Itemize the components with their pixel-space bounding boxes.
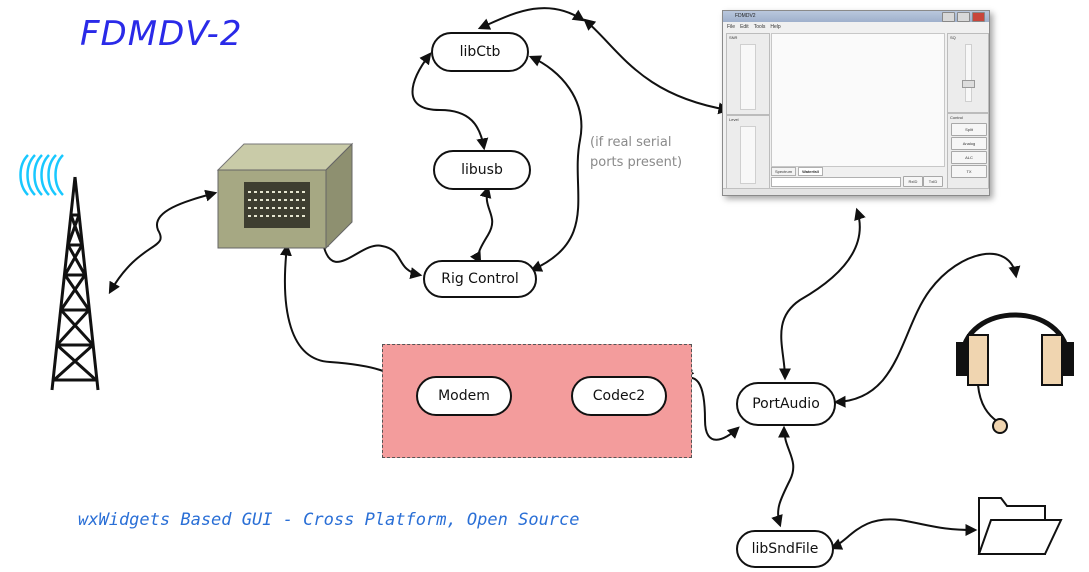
sq-slider-track — [965, 44, 972, 102]
window-statusbar — [723, 188, 989, 195]
menu-tools: Tools — [753, 24, 766, 30]
serial-note-line-1: (if real serial — [590, 135, 672, 150]
node-modem: Modem — [416, 376, 512, 416]
serial-note-line-2: ports present) — [590, 155, 683, 170]
diagram-title: FDMDV-2 — [80, 14, 243, 54]
menu-file: File — [727, 24, 736, 30]
arrow-libctb-libusb — [411, 52, 489, 151]
analog-button: Analog — [951, 137, 987, 150]
arrow-portaudio-headphones — [833, 252, 1021, 408]
window-titlebar: FDMDV2 — [723, 11, 989, 22]
serial-ports-note: (if real serial ports present) — [590, 133, 710, 173]
node-portaudio: PortAudio — [736, 382, 836, 426]
radio-tower-icon — [50, 176, 100, 391]
level-label: Level — [729, 117, 739, 122]
sq-label: SQ — [950, 35, 956, 40]
text-message-field — [771, 177, 901, 187]
headphones-icon — [956, 312, 1074, 434]
arrow-tower-radio — [108, 189, 218, 295]
sq-panel: SQ — [947, 33, 989, 113]
node-rig-control: Rig Control — [423, 260, 537, 298]
arrow-libsndfile-folder — [829, 518, 978, 550]
alc-button: ALC — [951, 151, 987, 164]
snr-panel: SNR — [726, 33, 770, 115]
node-libctb: libCtb — [431, 32, 529, 72]
snr-label: SNR — [729, 35, 738, 40]
minimize-icon — [942, 12, 955, 22]
tx-button: TX — [951, 165, 987, 178]
rxid-button: RxID — [903, 176, 923, 187]
node-libusb: libusb — [433, 150, 531, 190]
close-icon — [972, 12, 985, 22]
folder-icon — [977, 497, 1063, 555]
window-title: FDMDV2 — [735, 13, 756, 19]
arrow-portaudio-libsndfile — [771, 425, 795, 528]
display-tabs: Spectrum Waterfall — [771, 167, 823, 176]
sq-slider-thumb — [962, 80, 975, 88]
arrow-libctb-top — [477, 7, 586, 30]
window-controls — [942, 12, 985, 22]
maximize-icon — [957, 12, 970, 22]
window-menubar: File Edit Tools Help — [727, 24, 781, 30]
node-libsndfile: libSndFile — [736, 530, 834, 568]
gui-app-window-thumbnail: FDMDV2 File Edit Tools Help SNR Level Sp… — [722, 10, 990, 196]
level-panel: Level — [726, 115, 770, 189]
tab-waterfall: Waterfall — [798, 167, 823, 176]
tab-spectrum: Spectrum — [771, 167, 797, 176]
node-codec2: Codec2 — [571, 376, 667, 416]
arrow-gui-portaudio — [778, 207, 866, 381]
snr-meter — [740, 44, 756, 110]
diagram-subtitle: wxWidgets Based GUI - Cross Platform, Op… — [78, 510, 580, 530]
level-meter — [740, 126, 756, 184]
radio-transceiver-icon — [216, 142, 354, 250]
arrow-libusb-rigcontrol — [470, 185, 494, 265]
menu-edit: Edit — [740, 24, 749, 30]
spectrum-display-area — [771, 33, 945, 167]
split-button: Split — [951, 123, 987, 136]
arrow-rigcontrol-libctb — [528, 55, 583, 272]
arrow-libctb-gui — [583, 18, 731, 115]
menu-help: Help — [770, 24, 781, 30]
signal-waves-icon — [19, 154, 64, 196]
txid-button: TxID — [923, 176, 943, 187]
control-label: Control — [950, 115, 963, 120]
